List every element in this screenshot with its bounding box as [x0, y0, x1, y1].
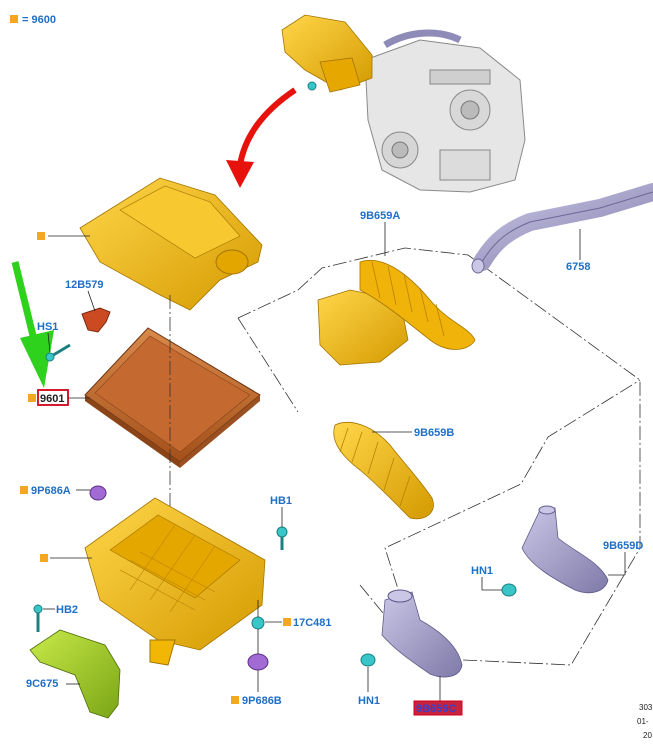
duct-9c675: [29, 629, 121, 719]
leader-hs1: [47, 332, 51, 353]
red-arrow: [226, 87, 297, 188]
marker-9p686a: [20, 486, 28, 494]
label-hb1: HB1: [270, 495, 292, 507]
filter-element-9601: [84, 327, 261, 468]
label-9p686b: 9P686B: [242, 695, 282, 707]
label-hn1-right: HN1: [471, 565, 493, 577]
green-arrow: [11, 261, 54, 388]
label-9b659b: 9B659B: [414, 427, 454, 439]
engine-intake-highlight: [281, 14, 373, 93]
label-hs1: HS1: [37, 321, 58, 333]
label-9601: 9601: [40, 393, 64, 405]
label-9b659a: 9B659A: [360, 210, 400, 222]
grommet-9p686b: [247, 653, 269, 671]
resonator-9b659a: [317, 259, 476, 366]
hose-6758: [471, 183, 653, 274]
air-cleaner-housing: [84, 497, 266, 666]
housing-marker: [40, 554, 48, 562]
clip-17c481: [251, 616, 265, 630]
meta-line-1: 303: [639, 703, 653, 712]
sensor-12b579: [81, 307, 111, 333]
duct-9b659b: [333, 421, 434, 520]
highlight-9601: [37, 389, 69, 406]
meta-line-3: 20: [643, 731, 652, 740]
label-9b659d: 9B659D: [603, 540, 643, 552]
label-6758: 6758: [566, 261, 590, 273]
highlight-9b659c: [413, 700, 463, 716]
cover-marker: [37, 232, 45, 240]
nut-hn1-right: [501, 583, 517, 597]
label-hn1-left: HN1: [358, 695, 380, 707]
meta-line-2: 01-: [637, 717, 649, 726]
marker-9p686b: [231, 696, 239, 704]
marker-9601: [28, 394, 36, 402]
label-9c675: 9C675: [26, 678, 58, 690]
marker-17c481: [283, 618, 291, 626]
label-9p686a: 9P686A: [31, 485, 71, 497]
duct-9b659c: [381, 589, 463, 678]
engine-illustration: [364, 29, 526, 193]
label-17c481: 17C481: [293, 617, 332, 629]
legend: = 9600: [10, 14, 56, 26]
screw-hb2: [33, 604, 43, 632]
leader-12b579: [87, 290, 96, 312]
legend-marker: [10, 15, 18, 23]
label-hb2: HB2: [56, 604, 78, 616]
bolt-hb1: [276, 526, 288, 550]
air-cleaner-cover: [79, 177, 263, 311]
duct-9b659d: [521, 505, 609, 594]
label-12b579: 12B579: [65, 279, 104, 291]
label-9b659c: 9B659C: [416, 703, 456, 715]
legend-text: = 9600: [22, 14, 56, 26]
grommet-9p686a: [89, 485, 107, 501]
nut-hn1-left: [360, 653, 376, 667]
screw-hs1: [45, 343, 71, 362]
